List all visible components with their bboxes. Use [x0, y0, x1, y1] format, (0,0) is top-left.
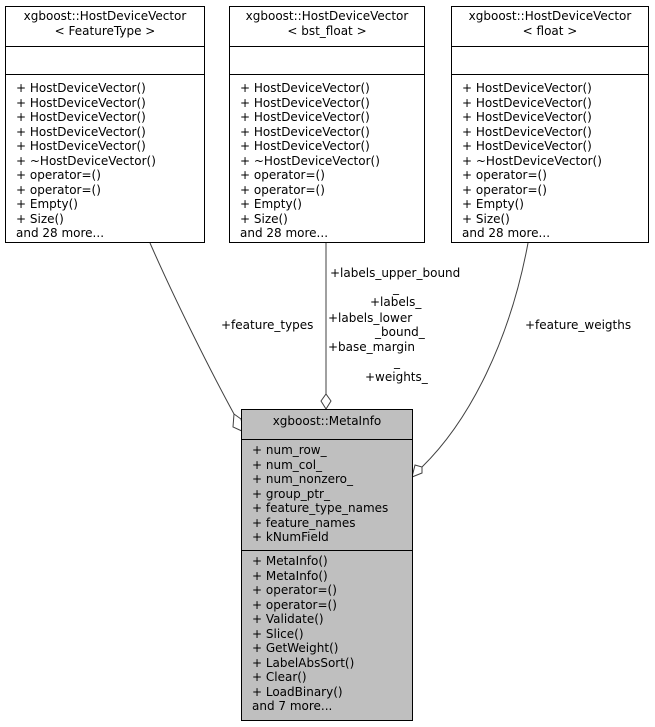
- class-template-arg: < FeatureType >: [54, 23, 156, 38]
- method: + Empty(): [240, 197, 302, 211]
- class-name: xgboost::MetaInfo: [272, 414, 382, 428]
- method: + HostDeviceVector(): [462, 95, 592, 110]
- class-template-arg: < float >: [522, 23, 578, 38]
- method: + Clear(): [252, 670, 307, 684]
- class-attributes: + num_row_ + num_col_ + num_nonzero_ + g…: [242, 440, 412, 551]
- class-title: xgboost::HostDeviceVector < FeatureType …: [6, 7, 204, 47]
- more-methods: and 7 more...: [252, 699, 333, 713]
- edge-bst-float-diamond: [320, 393, 332, 410]
- more-methods: and 28 more...: [240, 226, 329, 240]
- method: + HostDeviceVector(): [240, 110, 370, 124]
- method: + HostDeviceVector(): [462, 124, 592, 139]
- method: + ~HostDeviceVector(): [240, 153, 380, 168]
- class-box-host-device-vector-float[interactable]: xgboost::HostDeviceVector < float > + Ho…: [451, 6, 649, 243]
- method: + HostDeviceVector(): [240, 124, 370, 139]
- class-title: xgboost::HostDeviceVector < bst_float >: [230, 7, 424, 47]
- class-methods: + HostDeviceVector() + HostDeviceVector(…: [452, 75, 648, 241]
- method: + LoadBinary(): [252, 684, 343, 699]
- more-methods: and 28 more...: [16, 226, 105, 240]
- method: + operator=(): [240, 182, 325, 197]
- method: + HostDeviceVector(): [16, 81, 146, 95]
- method: + ~HostDeviceVector(): [462, 153, 602, 168]
- edge-label-underscore: _: [393, 281, 399, 295]
- class-box-host-device-vector-feature-type[interactable]: xgboost::HostDeviceVector < FeatureType …: [5, 6, 205, 243]
- method: + GetWeight(): [252, 641, 339, 655]
- class-methods: + HostDeviceVector() + HostDeviceVector(…: [6, 75, 204, 241]
- method: + HostDeviceVector(): [462, 81, 592, 95]
- attribute: + feature_type_names: [252, 501, 389, 515]
- method: + HostDeviceVector(): [462, 139, 592, 153]
- method: + HostDeviceVector(): [16, 95, 146, 110]
- method: + HostDeviceVector(): [462, 110, 592, 124]
- method: + LabelAbsSort(): [252, 655, 355, 670]
- method: + operator=(): [462, 182, 547, 197]
- class-box-host-device-vector-bst-float[interactable]: xgboost::HostDeviceVector < bst_float > …: [229, 6, 425, 243]
- edge-feature-types: [149, 242, 235, 415]
- class-name: xgboost::HostDeviceVector: [245, 9, 409, 23]
- edge-label-labels: +labels_: [370, 295, 422, 309]
- method: + HostDeviceVector(): [240, 81, 370, 95]
- attribute: + feature_names: [252, 515, 356, 530]
- class-name: xgboost::HostDeviceVector: [468, 9, 632, 23]
- method: + Size(): [462, 211, 510, 226]
- method: + Size(): [240, 211, 288, 226]
- edge-feature-weigths: [421, 242, 529, 468]
- class-attributes: [452, 47, 648, 75]
- edge-label-base-margin: +base_margin: [328, 340, 415, 354]
- method: + operator=(): [252, 597, 337, 612]
- method: + HostDeviceVector(): [16, 124, 146, 139]
- class-title: xgboost::HostDeviceVector < float >: [452, 7, 648, 47]
- class-name: xgboost::HostDeviceVector: [23, 9, 187, 23]
- attribute: + num_row_: [252, 443, 327, 457]
- class-attributes: [230, 47, 424, 75]
- method: + operator=(): [462, 168, 547, 182]
- method: + operator=(): [16, 182, 101, 197]
- method: + Empty(): [462, 197, 524, 211]
- class-box-meta-info[interactable]: xgboost::MetaInfo + num_row_ + num_col_ …: [241, 409, 413, 721]
- attribute: + num_nonzero_: [252, 472, 354, 486]
- more-methods: and 28 more...: [462, 226, 551, 240]
- attribute: + group_ptr_: [252, 486, 330, 501]
- method: + HostDeviceVector(): [16, 110, 146, 124]
- edge-feature-weigths-diamond: [411, 464, 423, 478]
- attribute: + num_col_: [252, 457, 323, 472]
- attribute: + kNumField: [252, 530, 329, 544]
- method: + MetaInfo(): [252, 554, 328, 568]
- method: + HostDeviceVector(): [240, 95, 370, 110]
- class-methods: + HostDeviceVector() + HostDeviceVector(…: [230, 75, 424, 241]
- method: + operator=(): [252, 583, 337, 597]
- edge-label-labels-upper-bound: +labels_upper_bound: [330, 266, 461, 280]
- method: + Slice(): [252, 626, 304, 641]
- edge-label-feature-weigths: +feature_weigths: [525, 318, 632, 332]
- method: + ~HostDeviceVector(): [16, 153, 156, 168]
- edge-label-weights: +weights_: [365, 370, 428, 384]
- class-template-arg: < bst_float >: [287, 23, 367, 38]
- method: + Empty(): [16, 197, 78, 211]
- class-title: xgboost::MetaInfo: [242, 410, 412, 440]
- class-methods: + MetaInfo() + MetaInfo() + operator=() …: [242, 551, 412, 714]
- method: + operator=(): [16, 168, 101, 182]
- method: + Size(): [16, 211, 64, 226]
- edge-label-bound: _bound_: [375, 325, 425, 339]
- edge-label-labels-lower: +labels_lower: [328, 311, 413, 325]
- edge-label-underscore-2: _: [394, 355, 400, 369]
- method: + HostDeviceVector(): [16, 139, 146, 153]
- method: + MetaInfo(): [252, 568, 328, 583]
- method: + operator=(): [240, 168, 325, 182]
- method: + HostDeviceVector(): [240, 139, 370, 153]
- method: + Validate(): [252, 612, 324, 626]
- edge-label-feature-types: +feature_types: [221, 318, 314, 332]
- class-attributes: [6, 47, 204, 75]
